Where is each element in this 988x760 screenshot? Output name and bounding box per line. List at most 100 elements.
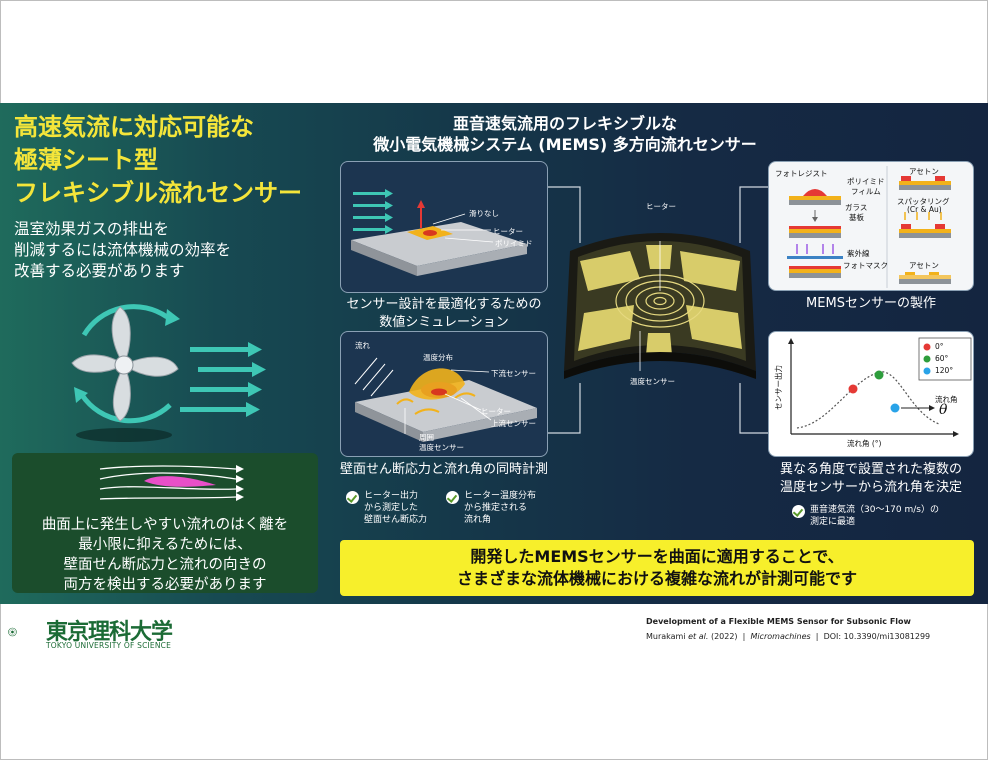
legend-0deg: 0°	[935, 342, 944, 351]
sheet-heater-label: ヒーター	[646, 202, 676, 211]
flow-angle-label: 流れ角	[935, 395, 958, 404]
connector-lines	[548, 186, 772, 434]
simulation-caption-line: 数値シミュレーション	[379, 315, 509, 330]
ambient-label-1: 周囲	[419, 433, 434, 442]
note-line: 壁面せん断応力	[364, 515, 428, 525]
citation-doi: DOI: 10.3390/mi13081299	[823, 632, 931, 641]
simulation-panel: 滑りなし ヒーター ポリイミド	[340, 161, 548, 293]
fan-illustration	[71, 304, 266, 442]
motivation-line: 温室効果ガスの排出を	[14, 220, 170, 238]
upstream-sensor-label: 上流センサー	[491, 419, 536, 428]
subsonic-note: 亜音速気流（30～170 m/s）の 測定に最適	[810, 504, 939, 528]
acetone-label-2: アセトン	[909, 261, 939, 270]
conclusion-line: 開発したMEMSセンサーを曲面に適用することで、	[470, 547, 844, 566]
note-line: ヒーター温度分布	[464, 491, 537, 501]
flexible-sensor-sheet	[564, 233, 756, 379]
university-name-jp: 東京理科大学	[46, 619, 173, 645]
simulation-caption: センサー設計を最適化するための 数値シミュレーション	[340, 296, 548, 332]
photomask-label: フォトマスク	[843, 261, 888, 270]
measurement-panel: 流れ 温度分布 下流センサー ヒーター 上流センサー 周囲 温度センサー	[340, 331, 548, 457]
note-line: 亜音速気流（30～170 m/s）の	[810, 505, 939, 515]
angle-caption: 異なる角度で設置された複数の 温度センサーから流れ角を決定	[768, 461, 974, 497]
note-line: 測定に最適	[810, 517, 856, 527]
fabrication-figure	[787, 166, 951, 288]
paper-title: Development of a Flexible MEMS Sensor fo…	[646, 617, 911, 626]
temp-dist-label: 温度分布	[423, 353, 453, 362]
slip-label: 滑りなし	[469, 209, 499, 218]
check-icon	[792, 505, 805, 518]
fabrication-panel: フォトレジスト ポリイミド フィルム ガラス 基板 紫外線 フォトマスク アセト…	[768, 161, 974, 291]
measurement-caption: 壁面せん断応力と流れ角の同時計測	[340, 462, 549, 477]
photoresist-label: フォトレジスト	[775, 169, 828, 178]
citation: Murakami et al. (2022) | Micromachines |…	[646, 632, 930, 641]
conclusion-line: さまざまな流体機械における複雑な流れが計測可能です	[456, 569, 857, 588]
separation-line: 最小限に抑えるためには、	[78, 537, 252, 553]
angle-caption-line: 異なる角度で設置された複数の	[779, 462, 962, 477]
legend-60deg: 60°	[935, 354, 949, 363]
conclusion-banner: 開発したMEMSセンサーを曲面に適用することで、 さまざまな流体機械における複雑…	[340, 540, 974, 596]
polyimide-label: ポリイミド	[495, 239, 533, 248]
separation-box: 曲面上に発生しやすい流れのはく離を 最小限に抑えるためには、 壁面せん断応力と流…	[12, 453, 318, 593]
measurement-figure	[354, 357, 537, 442]
motivation-line: 削減するには流体機械の効率を	[14, 241, 232, 259]
citation-authors: Murakami	[646, 632, 686, 641]
flow-label: 流れ	[355, 341, 370, 350]
note-line: ヒーター出力	[364, 491, 419, 501]
main-title-line: 極薄シート型	[14, 146, 158, 174]
main-title: 高速気流に対応可能な 極薄シート型 フレキシブル流れセンサー	[14, 111, 334, 210]
heater-label: ヒーター	[493, 227, 523, 236]
motivation-line: 改善する必要があります	[14, 262, 185, 280]
note-line: から測定した	[364, 503, 419, 513]
flow-angle-note: ヒーター温度分布 から推定される 流れ角	[464, 490, 536, 526]
graphical-abstract: 高速気流に対応可能な 極薄シート型 フレキシブル流れセンサー 温室効果ガスの排出…	[0, 103, 988, 604]
uv-label: 紫外線	[847, 249, 870, 258]
sputtering-label-1: スパッタリング	[897, 197, 950, 206]
glass-label-2: 基板	[849, 213, 864, 222]
angle-caption-line: 温度センサーから流れ角を決定	[779, 480, 962, 495]
data-point-0deg	[848, 384, 858, 394]
university-seal-icon	[8, 627, 17, 637]
sheet-sensor-label: 温度センサー	[630, 377, 675, 386]
acetone-label-1: アセトン	[909, 167, 939, 176]
downstream-sensor-label: 下流センサー	[491, 369, 536, 378]
simulation-figure	[351, 189, 527, 276]
polyimide-film-label-1: ポリイミド	[847, 177, 885, 186]
glass-label-1: ガラス	[845, 203, 868, 212]
separation-line: 両方を検出する必要があります	[63, 577, 267, 593]
wall-shear-note: ヒーター出力 から測定した 壁面せん断応力	[364, 490, 427, 526]
polyimide-film-label-2: フィルム	[851, 187, 881, 196]
data-point-120deg	[890, 403, 900, 413]
separation-line: 壁面せん断応力と流れの向きの	[63, 557, 267, 573]
university-name-en: TOKYO UNIVERSITY OF SCIENCE	[46, 641, 172, 650]
citation-separator: |	[740, 632, 748, 641]
citation-year: (2022)	[710, 632, 738, 641]
ambient-label-2: 温度センサー	[419, 443, 464, 452]
angle-graph	[788, 337, 972, 437]
main-title-line: フレキシブル流れセンサー	[14, 179, 302, 207]
meas-heater-label: ヒーター	[481, 407, 511, 416]
motivation-text: 温室効果ガスの排出を 削減するには流体機械の効率を 改善する必要があります	[14, 219, 314, 282]
separation-text: 曲面上に発生しやすい流れのはく離を 最小限に抑えるためには、 壁面せん断応力と流…	[12, 515, 318, 595]
section-title-line: 亜音速気流用のフレキシブルな	[452, 114, 677, 133]
citation-journal: Micromachines	[750, 632, 811, 641]
y-axis-label: センサー出力	[774, 365, 783, 410]
theta-symbol: θ	[939, 402, 948, 418]
section-title: 亜音速気流用のフレキシブルな 微小電気機械システム (MEMS) 多方向流れセン…	[340, 113, 790, 155]
citation-separator: |	[813, 632, 822, 641]
citation-etal: et al.	[688, 632, 709, 641]
separation-line: 曲面上に発生しやすい流れのはく離を	[41, 517, 289, 533]
note-line: から推定される	[464, 503, 528, 513]
note-line: 流れ角	[464, 515, 492, 525]
angle-panel: センサー出力 流れ角 (°) 0° 60° 120° 流れ角 θ	[768, 331, 974, 457]
check-icon	[446, 491, 459, 504]
section-title-line: 微小電気機械システム (MEMS) 多方向流れセンサー	[373, 135, 757, 154]
sputtering-label-2: (Cr & Au)	[907, 205, 942, 214]
legend-120deg: 120°	[935, 366, 954, 375]
airfoil-icon	[99, 465, 244, 501]
fabrication-caption: MEMSセンサーの製作	[806, 296, 936, 311]
simulation-caption-line: センサー設計を最適化するための	[346, 297, 542, 312]
main-title-line: 高速気流に対応可能な	[14, 113, 254, 141]
data-point-60deg	[874, 370, 884, 380]
check-icon	[346, 491, 359, 504]
x-axis-label: 流れ角 (°)	[847, 439, 882, 448]
